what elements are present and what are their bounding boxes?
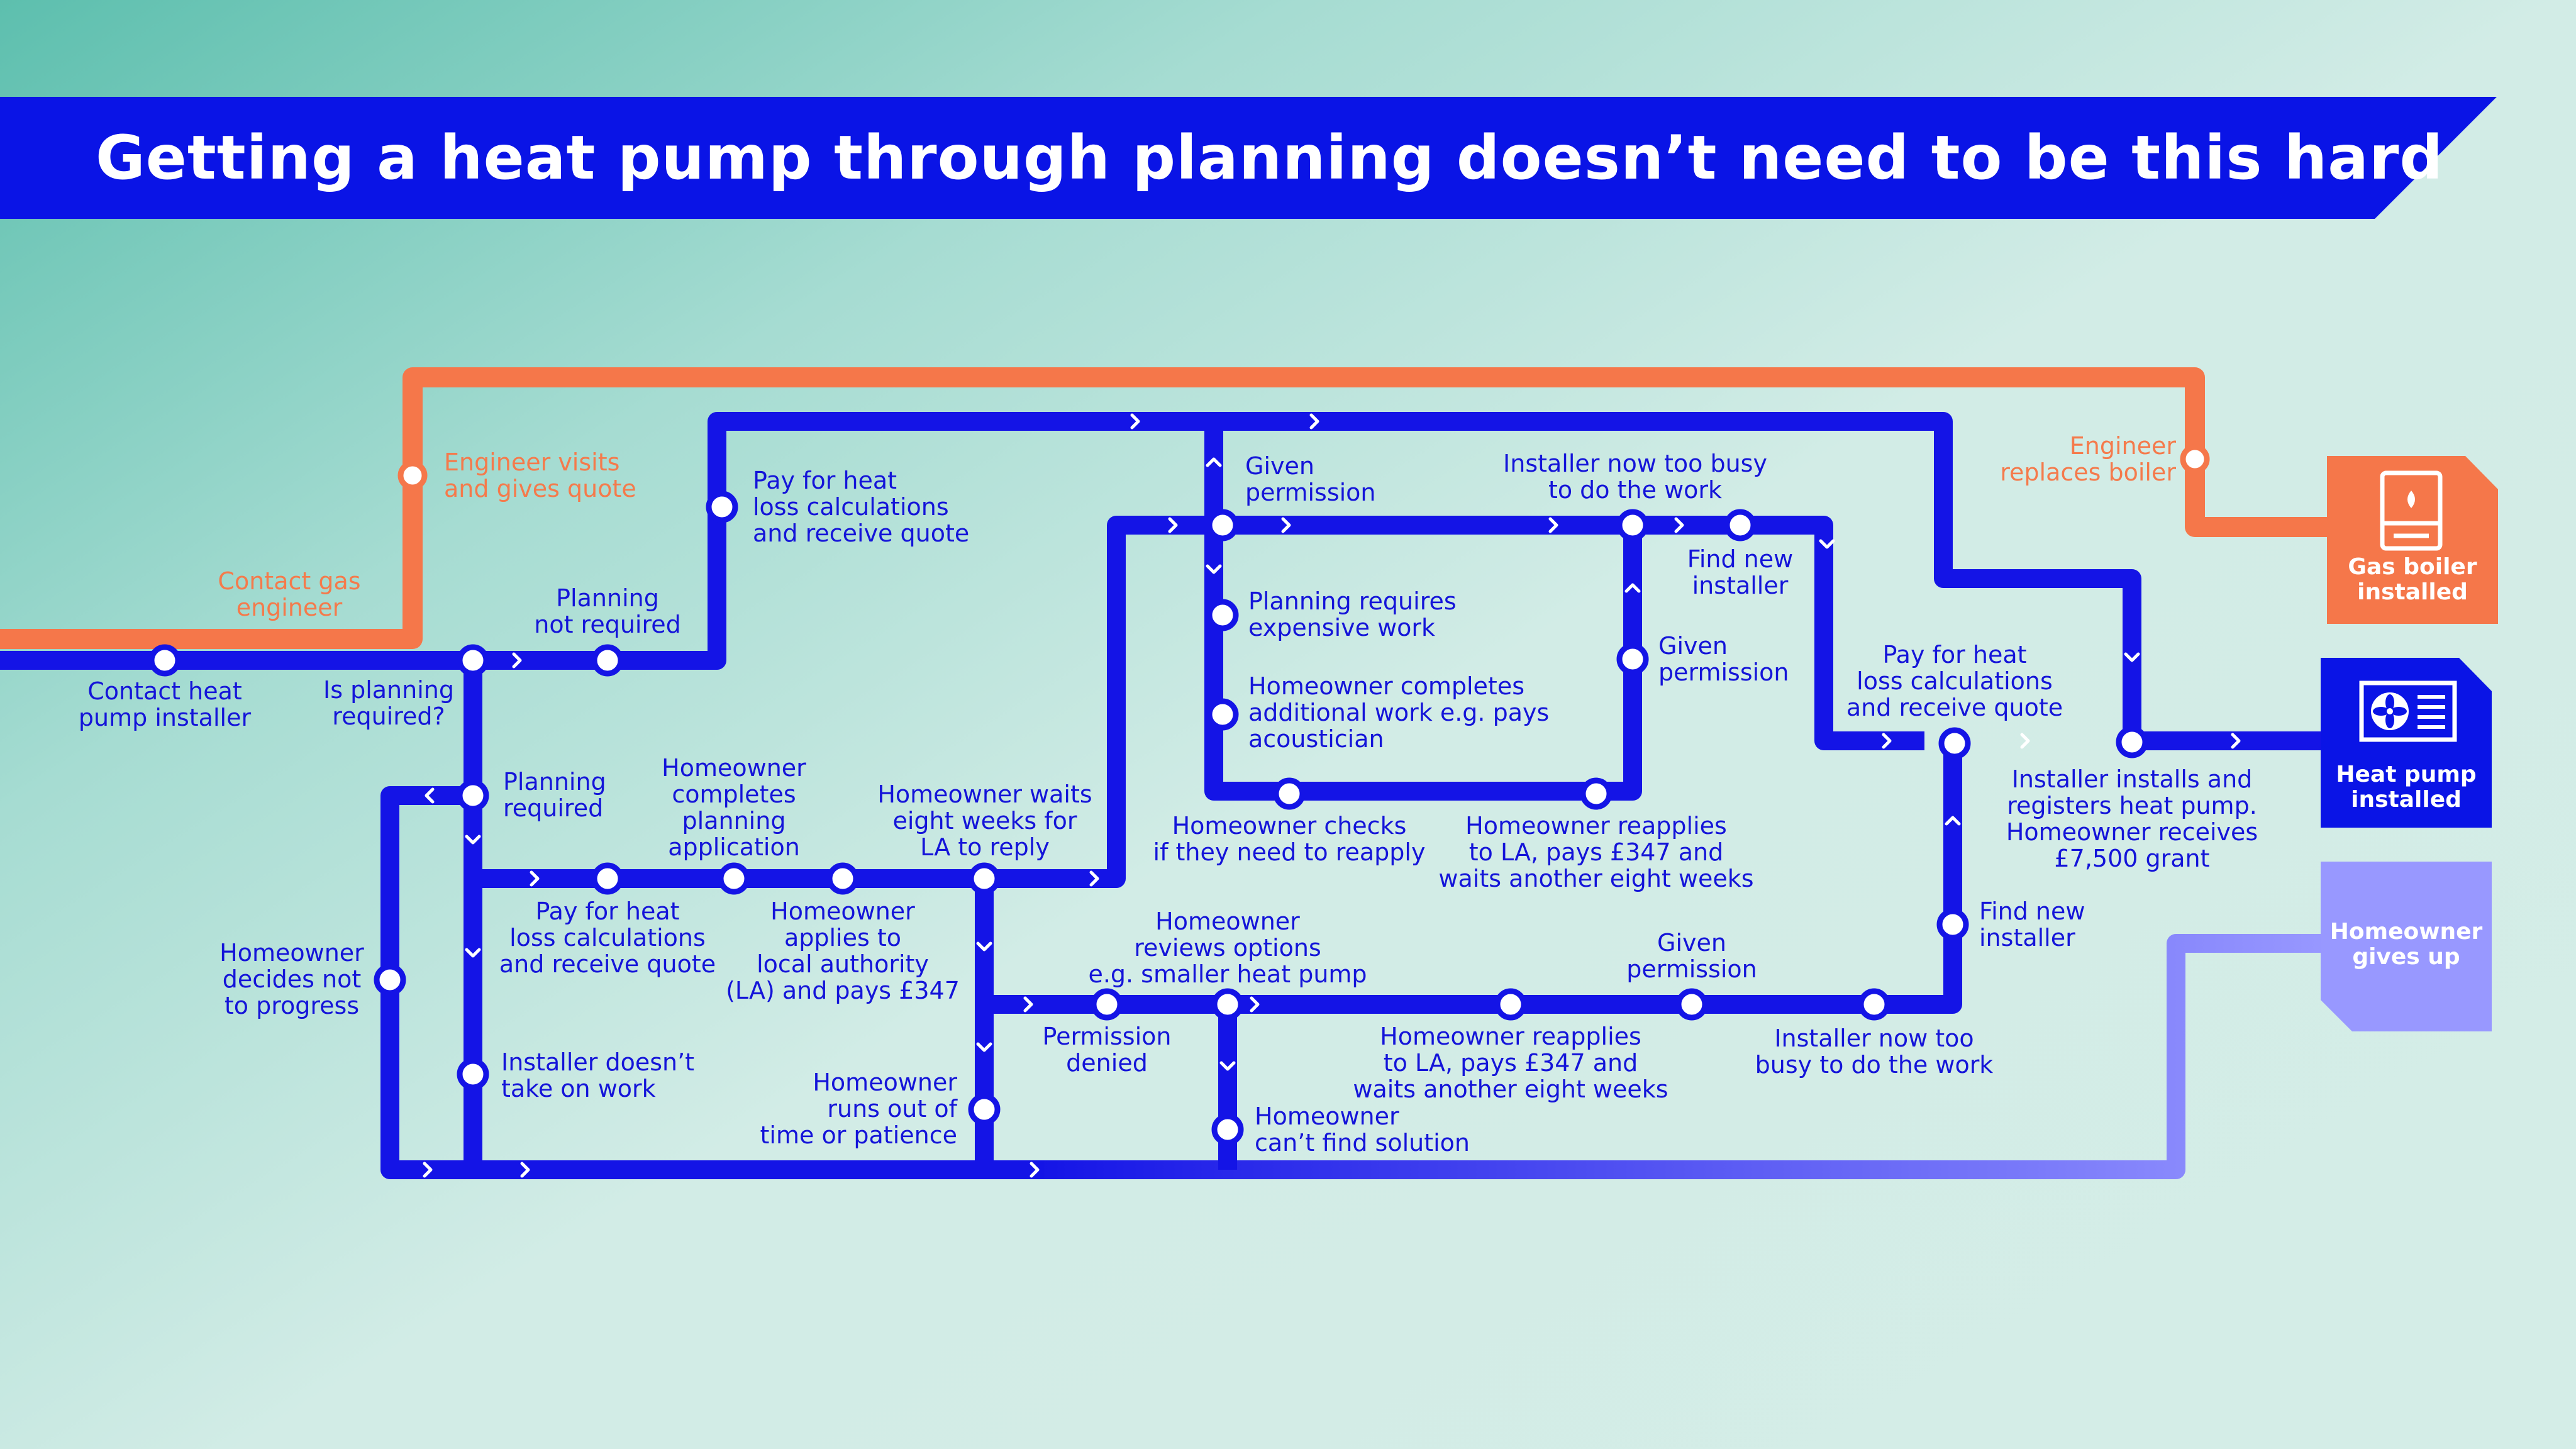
station-permission-denied[interactable] bbox=[1091, 988, 1123, 1021]
station-homeowner-applies[interactable] bbox=[826, 862, 859, 895]
stations bbox=[148, 444, 2210, 1146]
station-engineer-replaces-boiler[interactable] bbox=[2180, 444, 2210, 474]
station-pay-heat-loss-right[interactable] bbox=[1938, 727, 1971, 760]
station-homeowner-runs-out[interactable] bbox=[968, 1093, 1001, 1126]
review-line bbox=[984, 741, 1962, 1014]
station-given-permission-bottom[interactable] bbox=[1675, 988, 1708, 1021]
station-homeowner-reviews[interactable] bbox=[1211, 988, 1244, 1021]
station-installer-too-busy-bottom[interactable] bbox=[1858, 988, 1890, 1021]
direction-arrows bbox=[423, 413, 2241, 1178]
gives-up-box bbox=[2321, 862, 2492, 1031]
station-homeowner-completes-application[interactable] bbox=[718, 862, 750, 895]
station-find-new-installer-right[interactable] bbox=[1936, 908, 1969, 941]
station-planning-required[interactable] bbox=[457, 779, 489, 812]
station-homeowner-reapplies-bottom[interactable] bbox=[1494, 988, 1527, 1021]
station-homeowner-cant-find[interactable] bbox=[1211, 1113, 1244, 1146]
station-homeowner-decides-not[interactable] bbox=[374, 963, 406, 996]
station-given-permission-mid[interactable] bbox=[1616, 643, 1649, 675]
station-installer-installs[interactable] bbox=[2116, 726, 2148, 758]
title-banner: Getting a heat pump through planning doe… bbox=[0, 97, 2497, 219]
station-given-permission-top[interactable] bbox=[1206, 509, 1239, 541]
station-installer-too-busy-top[interactable] bbox=[1616, 509, 1649, 541]
station-pay-heat-loss-top[interactable] bbox=[706, 491, 738, 523]
gas-boiler-line bbox=[0, 367, 2327, 649]
gas-boiler-box bbox=[2327, 456, 2498, 624]
gives-up-line bbox=[1031, 934, 2327, 1179]
station-is-planning-required[interactable] bbox=[457, 644, 489, 677]
station-homeowner-completes-work[interactable] bbox=[1206, 698, 1239, 731]
station-planning-requires-work[interactable] bbox=[1206, 599, 1239, 631]
station-homeowner-checks[interactable] bbox=[1273, 777, 1306, 810]
station-installer-doesnt-take[interactable] bbox=[457, 1058, 489, 1091]
heat-pump-icon bbox=[2359, 680, 2457, 742]
station-pay-heat-loss-mid[interactable] bbox=[591, 862, 624, 895]
boiler-icon bbox=[2380, 470, 2443, 551]
station-contact-heat-pump-installer[interactable] bbox=[148, 644, 181, 677]
main-line bbox=[0, 412, 2340, 750]
station-homeowner-waits[interactable] bbox=[968, 862, 1001, 895]
top-line bbox=[984, 516, 1924, 888]
station-planning-not-required[interactable] bbox=[591, 644, 624, 677]
station-engineer-visits[interactable] bbox=[397, 460, 428, 491]
page-title: Getting a heat pump through planning doe… bbox=[96, 123, 2444, 193]
station-find-new-installer-top[interactable] bbox=[1724, 509, 1757, 541]
station-homeowner-reapplies-top[interactable] bbox=[1580, 777, 1613, 810]
